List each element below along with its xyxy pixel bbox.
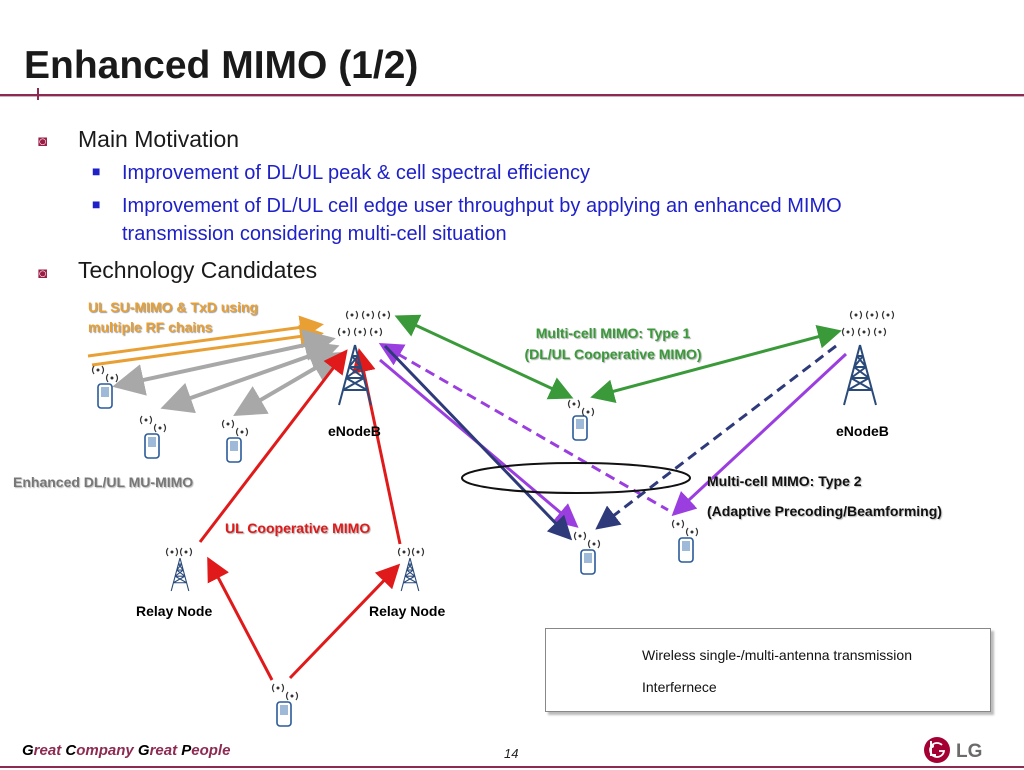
title-divider-tick [37,88,39,100]
label-enodeb-right: eNodeB [836,423,889,439]
bullet-sub-cell-edge-line2: transmission considering multi-cell situ… [122,223,507,245]
cell-edge-ellipse [461,462,691,494]
label-type2-line1: Multi-cell MIMO: Type 2 [707,473,862,489]
label-type1: Multi-cell MIMO: Type 1 (DL/UL Cooperati… [498,323,728,365]
bullet-sub-peak-efficiency: Improvement of DL/UL peak & cell spectra… [122,162,590,184]
bullet-icon: ◙ [38,133,48,150]
relay-left-tower-icon [170,557,190,592]
footer-divider [0,766,1024,768]
footer-g1: G [22,742,34,759]
interference-left [378,342,669,512]
footer-w3: reat [149,742,182,759]
square-bullet-icon: ■ [92,163,101,179]
footer-w1: reat [33,742,66,759]
label-enodeb-left: eNodeB [328,423,381,439]
label-type1-line1: Multi-cell MIMO: Type 1 [535,325,691,341]
footer-w4: eople [191,742,231,759]
interference-right [595,344,837,530]
legend-interference-label: Interfernece [642,679,717,695]
footer-slogan: Great Company Great People [22,742,230,759]
label-ul-su-mimo-line2: multiple RF chains [88,319,213,335]
legend-box [545,628,991,712]
enodeb-right-tower-icon [843,344,877,406]
bullet-main-motivation: Main Motivation [78,126,240,152]
label-type2-line2: (Adaptive Precoding/Beamforming) [707,503,942,519]
label-relay-left: Relay Node [136,603,213,619]
legend-transmission-label: Wireless single-/multi-antenna transmiss… [642,647,912,663]
label-ul-su-mimo-line1: UL SU-MIMO & TxD using [88,299,259,315]
footer-w2: ompany [76,742,138,759]
square-bullet-icon: ■ [92,196,101,212]
label-relay-right: Relay Node [369,603,446,619]
relay-right-tower-icon [400,557,420,592]
type1-arrow-right [590,325,842,403]
label-ul-su-mimo: UL SU-MIMO & TxD using multiple RF chain… [88,297,258,337]
label-ul-coop-mimo: UL Cooperative MIMO [225,520,371,536]
page-title: Enhanced MIMO (1/2) [24,44,419,87]
bullet-icon: ◙ [38,265,48,282]
relay-arrow-right [288,563,401,680]
type2-arrow-right [671,352,848,517]
bullet-sub-cell-edge-line1: Improvement of DL/UL cell edge user thro… [122,195,842,217]
footer-c1: C [65,742,77,759]
lg-logo: LG [922,735,1012,770]
mu-mimo-arrow-3 [233,351,343,417]
bullet-technology-candidates: Technology Candidates [78,257,318,283]
page-number: 14 [504,746,519,761]
title-divider-shadow [0,96,1024,97]
footer-g2: G [137,742,150,759]
label-enhanced-mu-mimo: Enhanced DL/UL MU-MIMO [13,474,194,490]
lg-logo-text: LG [956,741,982,762]
type2-navy-left [383,344,573,541]
label-type2: Multi-cell MIMO: Type 2 (Adaptive Precod… [707,466,942,526]
type1-arrow-left [394,314,574,400]
label-type1-line2: (DL/UL Cooperative MIMO) [524,346,702,362]
relay-arrow-left [207,556,274,681]
footer-p1: P [181,742,192,759]
title-divider [0,94,1024,97]
ul-coop-arrow-left [198,349,348,543]
